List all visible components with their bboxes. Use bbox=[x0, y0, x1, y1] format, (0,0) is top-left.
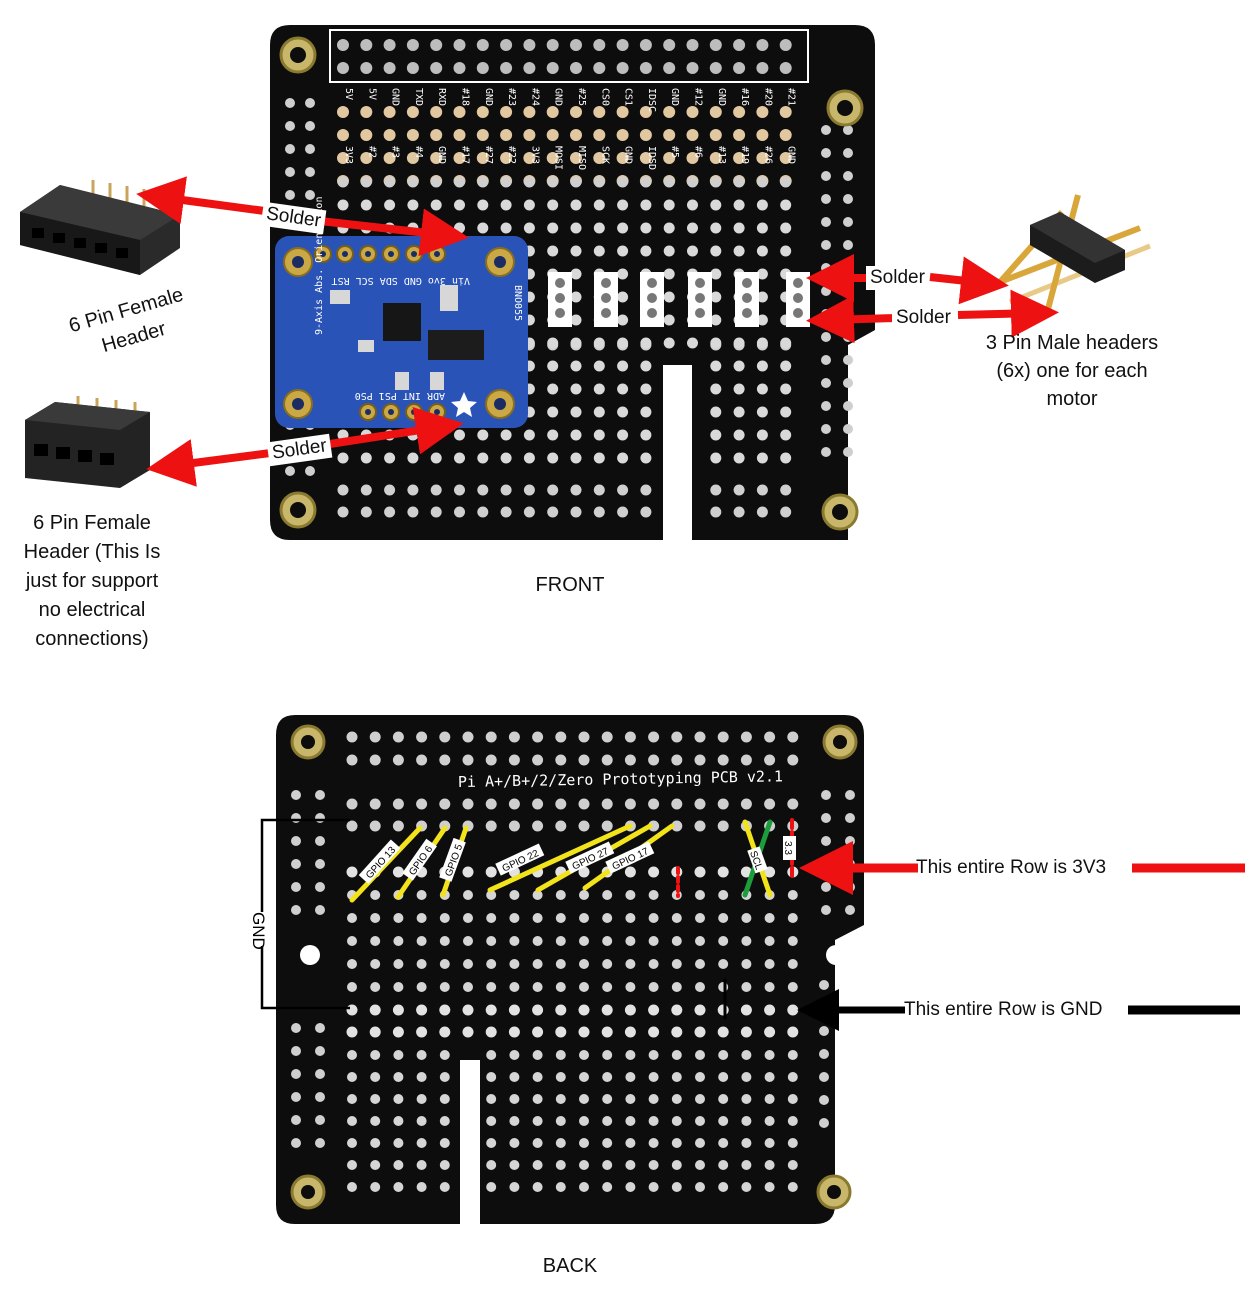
header-pin-label: GND bbox=[483, 88, 494, 106]
female-header-bottom-label: 6 Pin Female Header (This Is just for su… bbox=[22, 509, 162, 654]
header-pin-label: #17 bbox=[460, 146, 471, 164]
header-pin-label: #20 bbox=[762, 88, 773, 106]
front-label: FRONT bbox=[520, 571, 620, 599]
header-pin-label: GND bbox=[669, 88, 680, 106]
wire-label: 3.3 bbox=[782, 836, 796, 860]
header-pin-label: MISO bbox=[576, 146, 587, 170]
header-pin-label: GND bbox=[786, 146, 797, 164]
header-pin-label: CS1 bbox=[623, 88, 634, 106]
svg-text:3.3: 3.3 bbox=[782, 841, 793, 855]
header-pin-label: SCK bbox=[599, 146, 610, 164]
header-pin-label: #24 bbox=[529, 88, 540, 106]
header-pin-label: TXD bbox=[413, 88, 424, 106]
female-header-6pin-top bbox=[20, 180, 180, 275]
header-pin-label: #25 bbox=[576, 88, 587, 106]
header-pin-label: GND bbox=[390, 88, 401, 106]
solder-label-right-bottom: Solder bbox=[892, 306, 955, 330]
header-pin-label: IDSD bbox=[646, 146, 657, 170]
row-gnd-label: This entire Row is GND bbox=[904, 996, 1134, 1024]
header-pin-label: #13 bbox=[716, 146, 727, 164]
header-pin-label: #4 bbox=[413, 146, 424, 158]
header-pin-label: #19 bbox=[739, 146, 750, 164]
header-pin-label: #21 bbox=[786, 88, 797, 106]
header-pin-label: 3V3 bbox=[529, 146, 540, 164]
back-pcb: Pi A+/B+/2/Zero Prototyping PCB v2.1 bbox=[276, 715, 864, 1224]
svg-text:BNO055: BNO055 bbox=[512, 285, 523, 321]
header-pin-label: #26 bbox=[762, 146, 773, 164]
header-pin-label: #12 bbox=[693, 88, 704, 106]
row-arrows bbox=[818, 868, 1245, 1010]
header-pin-label: IDSC bbox=[646, 88, 657, 112]
header-pin-label: GND bbox=[623, 146, 634, 164]
header-pin-label: RXD bbox=[436, 88, 447, 106]
header-pin-label: #2 bbox=[366, 146, 377, 158]
header-pin-label: GND bbox=[436, 146, 447, 164]
female-header-6pin-bottom bbox=[25, 396, 150, 488]
svg-text:Vin 3vo GND SDA SCL RST: Vin 3vo GND SDA SCL RST bbox=[332, 275, 470, 286]
row-3v3-label: This entire Row is 3V3 bbox=[916, 854, 1136, 882]
header-pin-label: 5V bbox=[366, 88, 377, 100]
header-pin-label: #6 bbox=[693, 146, 704, 158]
header-pin-label: #27 bbox=[483, 146, 494, 164]
solder-label-right-top: Solder bbox=[866, 266, 929, 290]
header-pin-label: #23 bbox=[506, 88, 517, 106]
header-pin-label: 3V3 bbox=[343, 146, 354, 164]
header-pin-label: GND bbox=[716, 88, 727, 106]
header-pin-label: #18 bbox=[460, 88, 471, 106]
back-label: BACK bbox=[520, 1252, 620, 1280]
header-pin-label: #22 bbox=[506, 146, 517, 164]
svg-text:ADR INT PS1 PS0: ADR INT PS1 PS0 bbox=[355, 390, 445, 401]
male-header-3pin bbox=[1000, 195, 1150, 313]
svg-text:GND: GND bbox=[249, 912, 268, 950]
header-pin-label: #3 bbox=[390, 146, 401, 158]
header-pin-label: #5 bbox=[669, 146, 680, 158]
male-headers-label: 3 Pin Male headers (6x) one for each mot… bbox=[984, 329, 1160, 413]
header-pin-label: #16 bbox=[739, 88, 750, 106]
header-pin-label: GND bbox=[553, 88, 564, 106]
header-pin-label: CS0 bbox=[599, 88, 610, 106]
header-pin-label: 5V bbox=[343, 88, 354, 100]
header-pin-label: MOSI bbox=[553, 146, 564, 170]
